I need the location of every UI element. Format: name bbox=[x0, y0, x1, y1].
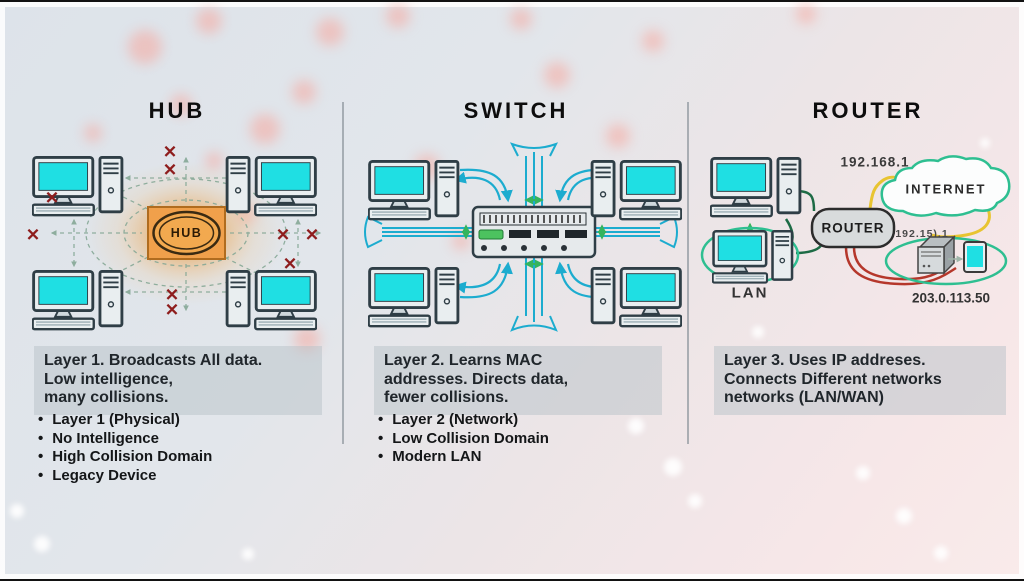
bokeh-dot bbox=[128, 30, 162, 64]
computer-icon bbox=[225, 156, 317, 217]
computer-icon bbox=[590, 267, 682, 328]
router-summary-box: Layer 3. Uses IP addreses. Connects Diff… bbox=[714, 346, 1006, 415]
switch-device bbox=[471, 205, 597, 259]
bokeh-dot bbox=[250, 114, 280, 144]
computer-icon bbox=[368, 267, 460, 328]
summary-line: Layer 1. Broadcasts All data. bbox=[44, 352, 263, 369]
collision-x-icon: ✕ bbox=[45, 189, 59, 208]
bokeh-dot bbox=[796, 4, 816, 24]
computer-icon bbox=[712, 230, 794, 284]
switch-status-light bbox=[478, 229, 504, 240]
ip-label-bottom: 203.0.113.50 bbox=[912, 291, 990, 306]
hub-diagram: HUB ✕ ✕ ✕ ✕ ✕ ✕ ✕ ✕ ✕ bbox=[26, 143, 322, 331]
summary-line: Layer 3. Uses IP addreses. bbox=[724, 352, 926, 369]
switch-diagram bbox=[364, 142, 682, 332]
bokeh-dot bbox=[242, 548, 254, 560]
bokeh-dot bbox=[752, 326, 764, 338]
summary-line: Low intelligence, bbox=[44, 370, 173, 388]
ip-label-top: 192.168.1 bbox=[840, 155, 909, 170]
collision-x-icon: ✕ bbox=[163, 143, 177, 162]
collision-x-icon: ✕ bbox=[305, 226, 319, 245]
bullet-item: Legacy Device bbox=[38, 467, 212, 486]
bokeh-dot bbox=[170, 94, 192, 116]
computer-icon bbox=[590, 160, 682, 221]
bullet-item: Layer 2 (Network) bbox=[378, 411, 549, 430]
bokeh-dot bbox=[628, 418, 644, 434]
hub-bullet-list: Layer 1 (Physical) No Intelligence High … bbox=[38, 411, 212, 485]
collision-x-icon: ✕ bbox=[283, 255, 297, 274]
computer-icon bbox=[368, 160, 460, 221]
computer-icon bbox=[225, 270, 317, 331]
collision-x-icon: ✕ bbox=[163, 161, 177, 180]
bokeh-dot bbox=[84, 124, 102, 142]
bullet-item: No Intelligence bbox=[38, 430, 212, 449]
computer-icon bbox=[710, 157, 802, 218]
router-title: ROUTER bbox=[812, 98, 924, 123]
bullet-item: Modern LAN bbox=[378, 448, 549, 467]
bullet-item: High Collision Domain bbox=[38, 448, 212, 467]
lan-group: LAN bbox=[700, 226, 800, 302]
bokeh-dot bbox=[606, 124, 630, 148]
bullet-item: Low Collision Domain bbox=[378, 430, 549, 449]
bokeh-dot bbox=[688, 494, 702, 508]
router-diagram: 192.168.1 INTERNET ROUTER 192.15).1 LAN bbox=[700, 155, 1011, 306]
bokeh-dot bbox=[196, 8, 222, 34]
router-device-label: ROUTER bbox=[822, 221, 885, 236]
server-icon bbox=[917, 235, 956, 275]
bokeh-dot bbox=[292, 80, 316, 104]
bokeh-dot bbox=[386, 4, 410, 28]
bokeh-dot bbox=[544, 62, 570, 88]
bullet-item: Layer 1 (Physical) bbox=[38, 411, 212, 430]
bokeh-dot bbox=[510, 8, 532, 30]
internet-cloud: INTERNET bbox=[880, 155, 1011, 217]
collision-x-icon: ✕ bbox=[26, 226, 40, 245]
computer-icon bbox=[32, 270, 124, 331]
bokeh-dot bbox=[10, 504, 24, 518]
column-divider bbox=[342, 102, 344, 444]
red-wire bbox=[844, 246, 957, 286]
hub-device: HUB bbox=[147, 206, 226, 260]
column-divider bbox=[687, 102, 689, 444]
link-indicators bbox=[461, 195, 607, 269]
switch-ports bbox=[483, 215, 581, 223]
collision-x-icon: ✕ bbox=[165, 286, 179, 305]
router-device: ROUTER bbox=[810, 207, 896, 249]
summary-line: addresses. Directs data, bbox=[384, 370, 569, 388]
collision-x-icon: ✕ bbox=[276, 226, 290, 245]
bokeh-dot bbox=[316, 18, 344, 46]
bokeh-dot bbox=[664, 458, 682, 476]
hub-title: HUB bbox=[148, 98, 206, 123]
lan-label: LAN bbox=[732, 285, 769, 302]
summary-line: Layer 2. Learns MAC bbox=[384, 352, 543, 369]
bokeh-dot bbox=[896, 508, 912, 524]
summary-line: fewer collisions. bbox=[384, 389, 509, 406]
bokeh-dot bbox=[856, 466, 870, 480]
switch-title: SWITCH bbox=[463, 98, 569, 123]
switch-summary-box: Layer 2. Learns MAC addresses. Directs d… bbox=[374, 346, 662, 415]
hub-device-label: HUB bbox=[171, 226, 203, 240]
bokeh-dot bbox=[34, 536, 50, 552]
summary-line: networks (LAN/WAN) bbox=[724, 389, 884, 406]
bokeh-dot bbox=[980, 138, 990, 148]
collision-marks: ✕ ✕ ✕ ✕ ✕ ✕ ✕ ✕ ✕ bbox=[26, 143, 319, 320]
internet-label: INTERNET bbox=[906, 182, 987, 197]
tablet-icon bbox=[963, 241, 987, 273]
switch-bullet-list: Layer 2 (Network) Low Collision Domain M… bbox=[378, 411, 549, 467]
wan-group bbox=[884, 235, 1008, 286]
collision-x-icon: ✕ bbox=[165, 301, 179, 320]
bokeh-dot bbox=[934, 546, 948, 560]
summary-line: Connects Different networks bbox=[724, 370, 942, 388]
summary-line: many collisions. bbox=[44, 389, 169, 406]
hub-summary-box: Layer 1. Broadcasts All data. Low intell… bbox=[34, 346, 322, 415]
bokeh-dot bbox=[642, 30, 664, 52]
